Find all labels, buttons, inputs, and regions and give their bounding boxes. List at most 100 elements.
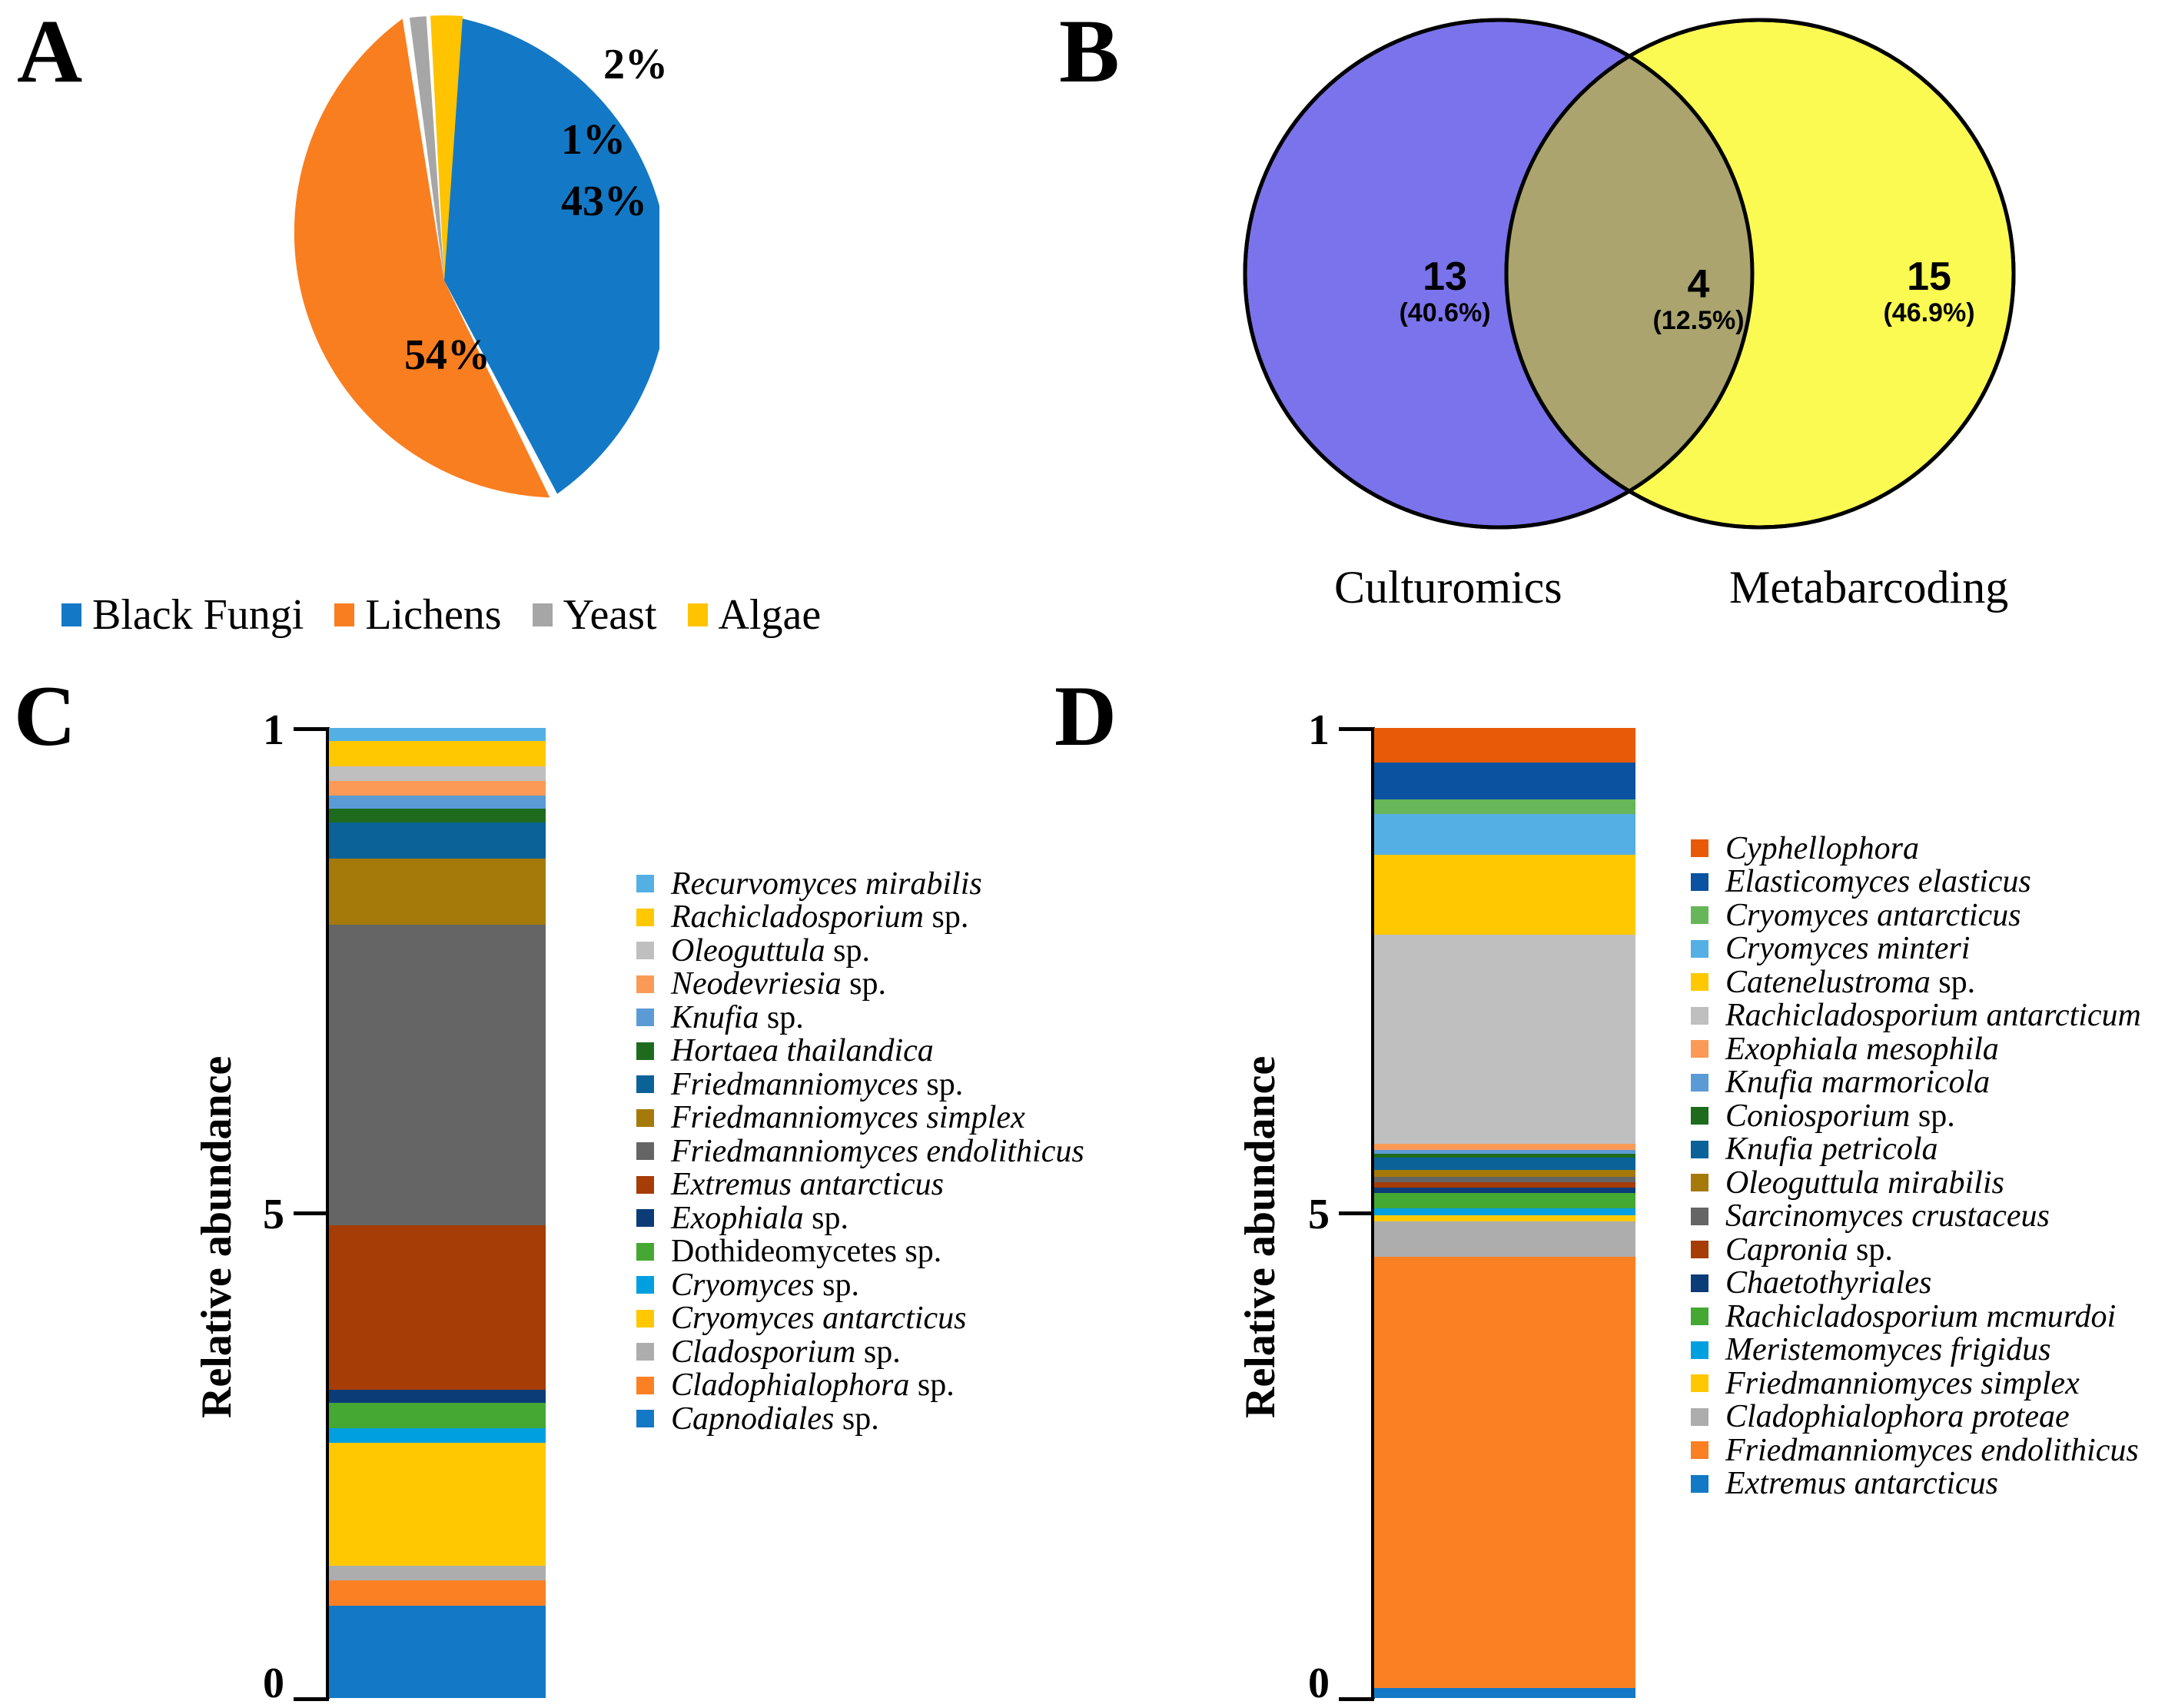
legend-swatch [636, 1376, 654, 1394]
legend-label: Friedmanniomyces simplex [1725, 1365, 2080, 1401]
legend-item: Cryomyces antarcticus [1691, 899, 2141, 932]
venn-count-intersection: 4 (12.5%) [1614, 264, 1783, 336]
legend-label: Recurvomyces mirabilis [671, 866, 982, 902]
legend-swatch [636, 975, 654, 993]
pie-value-algae: 2% [603, 41, 668, 88]
y-tick-mark-d-0 [1339, 1697, 1374, 1701]
legend-item-yeast: Yeast [532, 593, 657, 636]
legend-label: Cladophialophora proteae [1725, 1399, 2070, 1435]
bar-segment [1374, 1158, 1635, 1170]
y-tick-mark-d-5 [1339, 1211, 1374, 1215]
legend-item: Cladosporium sp. [636, 1335, 1084, 1369]
legend-item: Extremus antarcticus [1691, 1467, 2141, 1501]
bar-segment [329, 728, 546, 742]
legend-swatch [1691, 1006, 1708, 1025]
legend-item: Hortaea thailandica [636, 1035, 1084, 1068]
legend-item: Coniosporium sp. [1691, 1099, 2141, 1133]
bar-segment [1374, 1143, 1635, 1150]
y-tick-label-d-0: 0 [1308, 1660, 1330, 1707]
legend-label: Neodevriesia sp. [671, 966, 886, 1002]
legend-item: Neodevriesia sp. [636, 968, 1084, 1002]
pie-chart-panel-a: 43% 54% 1% 2% [229, 8, 668, 569]
legend-label: Extremus antarcticus [671, 1167, 944, 1203]
pie-slice-yeast [409, 16, 444, 281]
legend-swatch [636, 1108, 654, 1127]
legend-swatch [636, 1075, 654, 1094]
legend-swatch [636, 1242, 654, 1261]
legend-label: Cryomyces antarcticus [1725, 897, 2021, 933]
bar-segment [1374, 935, 1635, 1144]
legend-swatch [1691, 1174, 1708, 1192]
legend-label: Elasticomyces elasticus [1725, 864, 2031, 900]
legend-label: Knufia petricola [1725, 1131, 1938, 1168]
bar-segment [329, 809, 546, 822]
legend-swatch [1691, 1441, 1708, 1460]
legend-item: Chaetothyriales [1691, 1267, 2141, 1301]
pie-value-lichens: 54% [404, 331, 490, 379]
y-tick-label-d-1: 1 [1308, 706, 1330, 754]
bar-segment [1374, 1221, 1635, 1258]
legend-label: Knufia marmoricola [1725, 1065, 1991, 1101]
legend-item: Rachicladosporium mcmurdoi [1691, 1300, 2141, 1334]
legend-swatch [1691, 872, 1708, 891]
legend-item: Elasticomyces elasticus [1691, 866, 2141, 899]
legend-item-algae: Algae [687, 593, 821, 636]
venn-intersection-region [1506, 20, 1752, 527]
venn-count-culturomics-only: 13 (40.6%) [1360, 256, 1529, 328]
bar-segment [329, 741, 546, 767]
y-axis-line-panel-d [1371, 727, 1375, 1699]
legend-label: Meristemomyces frigidus [1725, 1332, 2051, 1368]
legend-label: Capnodiales sp. [671, 1401, 879, 1437]
legend-label: Cladophialophora sp. [671, 1367, 955, 1404]
legend-swatch-black-fungi [61, 603, 81, 626]
legend-label: Oleoguttula sp. [671, 932, 871, 969]
legend-swatch [636, 1142, 654, 1161]
legend-swatch [1691, 1274, 1708, 1292]
pie-value-yeast: 1% [561, 116, 626, 164]
legend-item: Rachicladosporium sp. [636, 901, 1084, 935]
legend-label: Cryomyces antarcticus [671, 1301, 967, 1337]
legend-item: Sarcinomyces crustaceus [1691, 1200, 2141, 1234]
y-tick-label-c-0: 0 [263, 1660, 284, 1707]
bar-segment [329, 1225, 546, 1390]
panel-letter-c: C [14, 669, 76, 764]
legend-label: Hortaea thailandica [671, 1033, 934, 1069]
legend-label: Exophiala sp. [671, 1200, 848, 1236]
legend-swatch [636, 1309, 654, 1328]
legend-label: Sarcinomyces crustaceus [1725, 1198, 2050, 1234]
pie-slice-lichens [294, 18, 550, 498]
legend-label: Catenelustroma sp. [1725, 964, 1976, 1000]
bar-segment [1374, 728, 1635, 763]
legend-item: Friedmanniomyces endolithicus [636, 1135, 1084, 1168]
legend-swatch [1691, 1073, 1708, 1092]
bar-segment [329, 1605, 546, 1698]
pie-chart-svg [294, 15, 659, 498]
venn-count-value-mid: 4 [1687, 262, 1710, 307]
bar-segment [1374, 1154, 1635, 1158]
legend-item: Friedmanniomyces endolithicus [1691, 1434, 2141, 1467]
legend-label: Exophiala mesophila [1725, 1031, 1999, 1067]
legend-label: Capronia sp. [1725, 1231, 1893, 1268]
legend-swatch [1691, 939, 1708, 958]
legend-item: Capronia sp. [1691, 1233, 2141, 1267]
y-tick-mark-d-1 [1339, 727, 1374, 731]
venn-outline-culturomics [1243, 18, 1755, 530]
bar-segment [329, 1442, 546, 1567]
bar-segment [329, 766, 546, 782]
legend-item: Rachicladosporium antarcticum [1691, 999, 2141, 1033]
legend-item: Cryomyces antarcticus [636, 1302, 1084, 1336]
panel-letter-d: D [1054, 669, 1117, 764]
legend-label: Cladosporium sp. [671, 1334, 901, 1370]
legend-item: Capnodiales sp. [636, 1402, 1084, 1436]
bar-segment [1374, 813, 1635, 856]
pie-slice-black-fungi [444, 15, 659, 494]
legend-item: Cladophialophora proteae [1691, 1401, 2141, 1434]
legend-swatch [636, 1276, 654, 1294]
stacked-bar-panel-d [1374, 728, 1635, 1698]
bar-segment [1374, 1208, 1635, 1216]
legend-swatch [1691, 1407, 1708, 1426]
legend-swatch [1691, 1140, 1708, 1158]
venn-percent-left: (40.6%) [1399, 297, 1491, 327]
legend-item: Cyphellophora [1691, 832, 2141, 866]
